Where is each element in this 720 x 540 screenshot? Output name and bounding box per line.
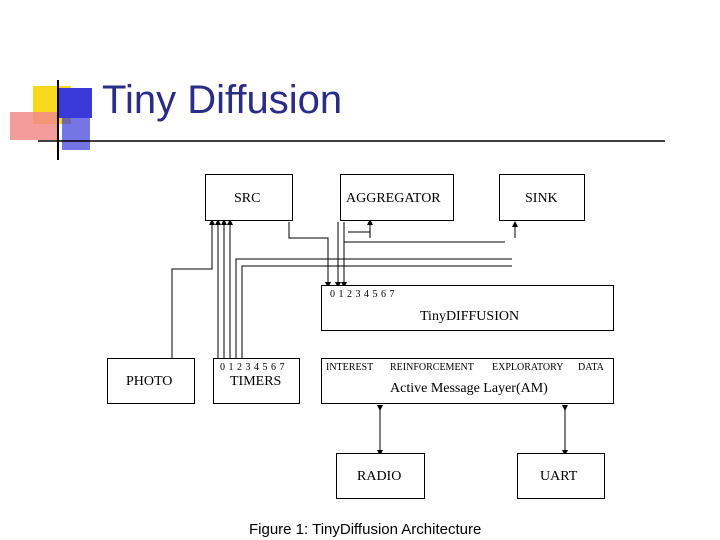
deco-blue-square-lower bbox=[62, 116, 90, 150]
deco-red-square bbox=[10, 112, 58, 140]
wire-photo-src bbox=[171, 219, 215, 358]
aggregator-box: AGGREGATOR bbox=[340, 174, 454, 221]
uart-box: UART bbox=[517, 453, 605, 499]
src-box: SRC bbox=[205, 174, 293, 221]
am-layer-box: INTEREST REINFORCEMENT EXPLORATORY DATA … bbox=[321, 358, 614, 404]
aggregator-label: AGGREGATOR bbox=[346, 191, 441, 206]
am-port-exploratory: EXPLORATORY bbox=[492, 362, 564, 373]
am-port-data: DATA bbox=[578, 362, 604, 373]
timers-box: 0 1 2 3 4 5 6 7 TIMERS bbox=[213, 358, 300, 404]
slide-title: Tiny Diffusion bbox=[102, 78, 343, 122]
am-port-reinforcement: REINFORCEMENT bbox=[390, 362, 474, 373]
timers-ports: 0 1 2 3 4 5 6 7 bbox=[220, 362, 285, 373]
am-port-interest: INTEREST bbox=[326, 362, 374, 373]
am-layer-label: Active Message Layer(AM) bbox=[390, 381, 548, 396]
tinydiffusion-box: 0 1 2 3 4 5 6 7 TinyDIFFUSION bbox=[321, 285, 614, 331]
photo-label: PHOTO bbox=[126, 374, 173, 389]
sink-box: SINK bbox=[499, 174, 585, 221]
wire-timers-bus-1 bbox=[235, 258, 512, 358]
tinydiffusion-label: TinyDIFFUSION bbox=[420, 309, 520, 324]
uart-label: UART bbox=[540, 469, 578, 484]
wire-timers-bus-2 bbox=[241, 265, 512, 358]
src-label: SRC bbox=[234, 191, 261, 206]
deco-blue-square bbox=[58, 88, 92, 118]
radio-box: RADIO bbox=[336, 453, 425, 499]
radio-label: RADIO bbox=[357, 469, 402, 484]
figure-caption: Figure 1: TinyDiffusion Architecture bbox=[249, 521, 482, 538]
wire-src-tinydiffusion bbox=[288, 222, 331, 288]
timers-label: TIMERS bbox=[230, 374, 282, 389]
sink-label: SINK bbox=[525, 191, 558, 206]
tinydiffusion-ports: 0 1 2 3 4 5 6 7 bbox=[330, 289, 395, 300]
photo-box: PHOTO bbox=[107, 358, 195, 404]
